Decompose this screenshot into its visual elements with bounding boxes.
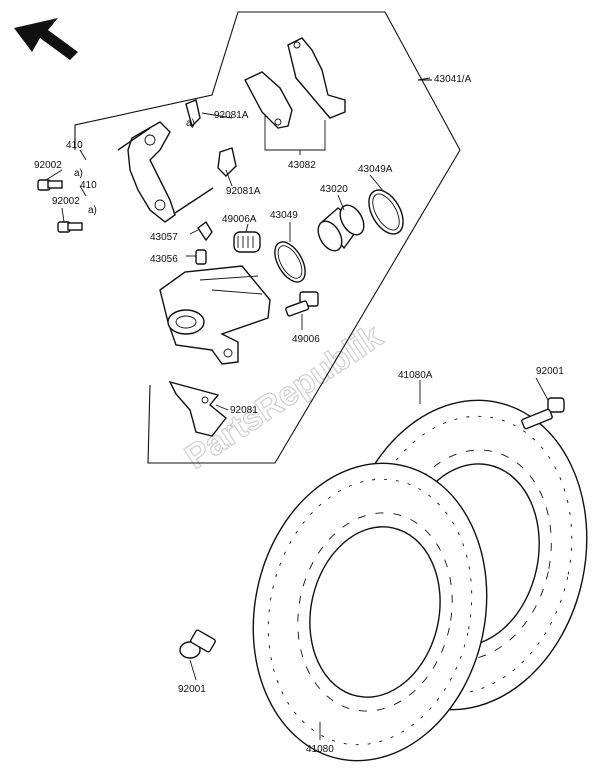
label-bolt-top: 92002	[34, 160, 62, 171]
label-seal: 43049	[270, 210, 298, 221]
brake-pad-outer	[287, 37, 346, 119]
anti-rattle-spring-mid	[217, 147, 237, 177]
label-pad-set: 43082	[288, 160, 316, 171]
label-disc: 41080	[306, 744, 334, 755]
dust-boot	[233, 231, 261, 253]
label-note-a3: a)	[186, 118, 195, 129]
brake-pad-inner	[244, 71, 293, 129]
piston-seal-a	[368, 189, 404, 235]
label-washer-bottom: 410	[80, 180, 97, 191]
label-piston: 43020	[320, 184, 348, 195]
disc-bolt-left	[179, 629, 216, 659]
piston	[317, 204, 365, 252]
bleeder-cap	[197, 220, 213, 242]
label-washer-top: 410	[66, 140, 83, 151]
label-pin-bolt: 49006	[292, 334, 320, 345]
pad-spring-clip	[168, 380, 227, 437]
label-assy: 43041/A	[434, 74, 472, 85]
caliper-mounting-bracket	[117, 121, 214, 223]
label-spring-upper: 92081A	[214, 110, 249, 121]
label-disc-bolt-right: 92001	[536, 366, 564, 377]
disc-bolt-right	[521, 397, 565, 430]
bleeder-valve	[195, 249, 207, 265]
label-spring-mid: 92081A	[226, 186, 261, 197]
piston-seal	[274, 241, 306, 283]
label-disc-a: 41080A	[398, 370, 433, 381]
part-labels: 43041/A 43082 92081A 92081A 43049A 43020…	[34, 74, 564, 755]
pad-set-bracket	[264, 110, 326, 155]
caliper-body	[159, 265, 271, 365]
front-direction-arrow-icon	[14, 18, 78, 60]
leader-lines	[45, 77, 549, 740]
bolt-top	[37, 179, 63, 191]
label-note-a2: a)	[88, 205, 97, 216]
label-seal-a: 43049A	[358, 164, 393, 175]
label-bracket-clip: 92081	[230, 405, 258, 416]
brake-disc	[252, 462, 488, 762]
pin-bolt	[285, 291, 319, 317]
anti-rattle-spring-upper	[185, 99, 201, 128]
label-bleeder: 43056	[150, 254, 178, 265]
bolt-bottom	[57, 221, 83, 233]
label-bolt-bottom: 92002	[52, 196, 80, 207]
label-note-a1: a)	[74, 168, 83, 179]
label-bleeder-cap: 43057	[150, 232, 178, 243]
label-boot: 49006A	[222, 214, 257, 225]
label-disc-bolt-left: 92001	[178, 684, 206, 695]
